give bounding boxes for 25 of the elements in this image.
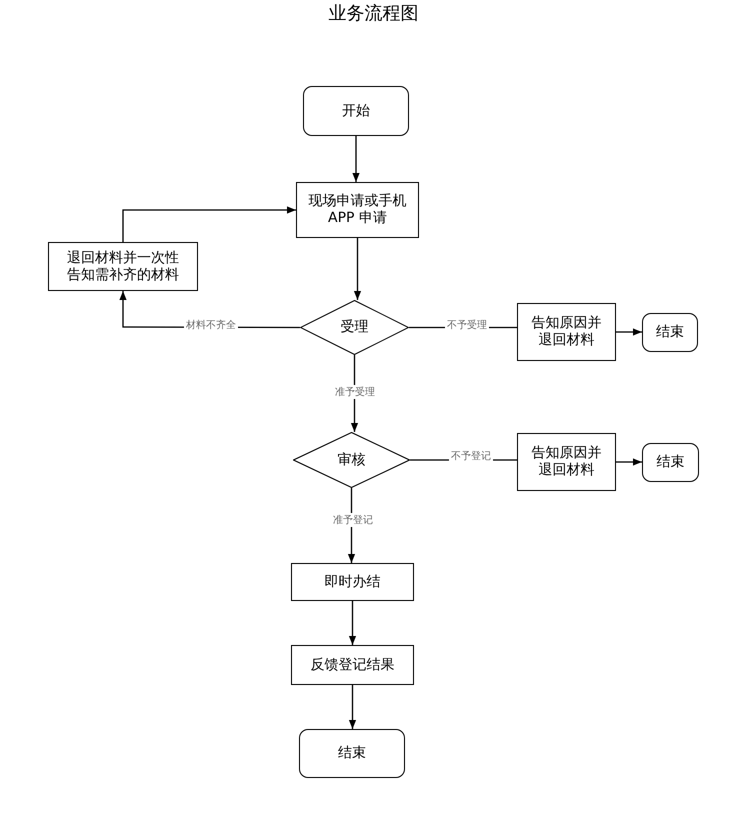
edge-label: 不予受理 — [445, 318, 489, 332]
terminal-box: 结束 — [642, 443, 699, 482]
process-box: 告知原因并退回材料 — [517, 303, 616, 361]
decision-diamond: 审核 — [293, 432, 410, 488]
edge-label: 材料不齐全 — [184, 318, 238, 332]
process-box: 反馈登记结果 — [291, 645, 414, 685]
arrow — [616, 458, 642, 466]
arrow — [122, 206, 296, 242]
process-box: 现场申请或手机 APP 申请 — [296, 182, 419, 238]
arrow — [354, 238, 362, 300]
decision-diamond: 受理 — [300, 300, 409, 355]
process-box: 即时办结 — [291, 563, 414, 601]
process-box: 告知原因并退回材料 — [517, 433, 616, 491]
arrow — [352, 136, 360, 182]
arrow — [616, 328, 642, 336]
edge-label: 不予登记 — [449, 449, 493, 463]
terminal-box: 结束 — [642, 313, 698, 352]
arrow — [348, 685, 356, 729]
terminal-box: 结束 — [299, 729, 405, 778]
edge-label: 准予受理 — [333, 385, 377, 399]
edge-label: 准予登记 — [331, 513, 375, 527]
arrow — [348, 601, 356, 645]
process-box: 退回材料并一次性告知需补齐的材料 — [48, 242, 198, 291]
terminal-box: 开始 — [303, 86, 409, 136]
diagram-title: 业务流程图 — [328, 2, 420, 25]
